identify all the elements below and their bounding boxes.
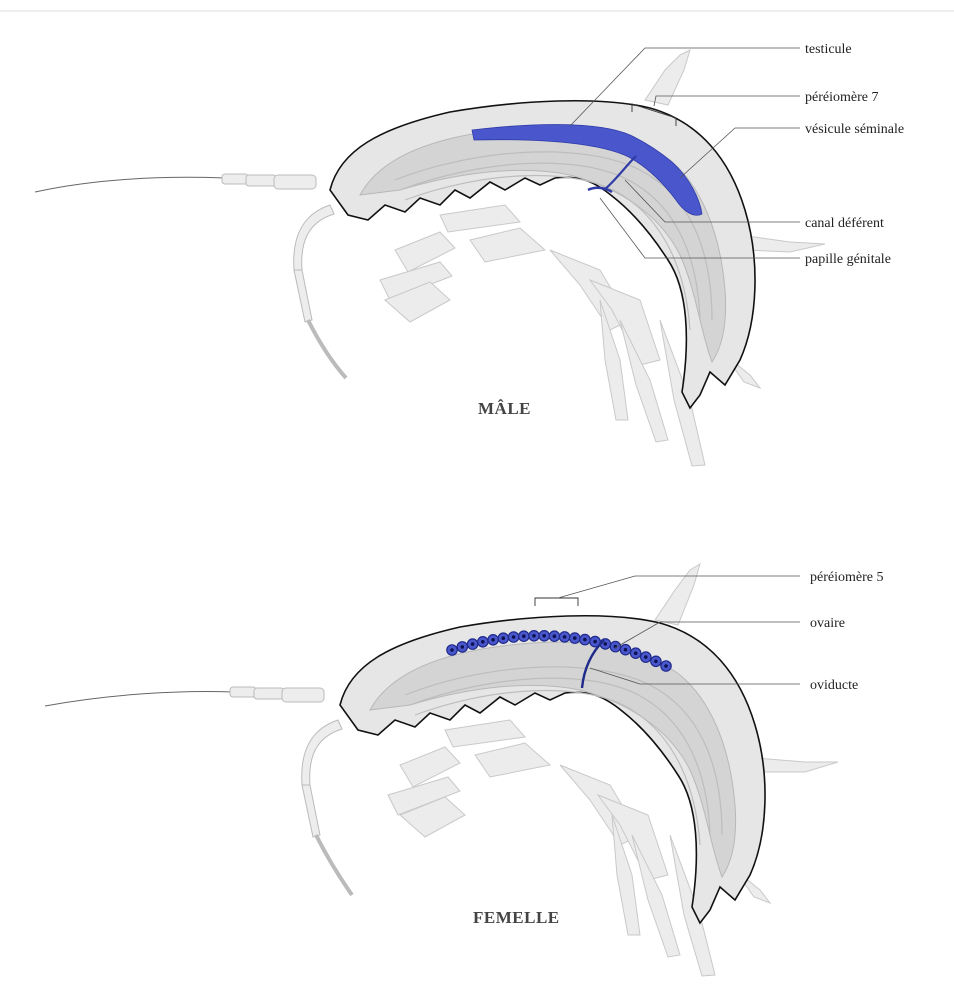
female-antennule (302, 720, 352, 895)
ovary-egg-nucleus (450, 648, 454, 652)
ovary-egg-nucleus (532, 634, 536, 638)
female-antenna (45, 687, 324, 706)
ovary-egg-nucleus (471, 642, 475, 646)
ovary-egg-nucleus (583, 638, 587, 642)
ovary-egg-nucleus (481, 640, 485, 644)
ovary-egg-nucleus (644, 655, 648, 659)
ovary-egg-nucleus (664, 664, 668, 668)
label-ovaire: ovaire (810, 616, 845, 631)
label-oviducte: oviducte (810, 678, 858, 693)
ovary-egg-nucleus (522, 634, 526, 638)
female-title: FEMELLE (473, 908, 560, 927)
ovary-egg-nucleus (502, 636, 506, 640)
label-pereiomere-7: péréiomère 7 (805, 90, 878, 105)
label-canal-deferent: canal déférent (805, 216, 884, 231)
ovary-egg-nucleus (593, 640, 597, 644)
label-testicule: testicule (805, 42, 852, 57)
ovary-egg-nucleus (512, 635, 516, 639)
ovary-egg-nucleus (573, 636, 577, 640)
label-papille-genitale: papille génitale (805, 252, 891, 267)
ovary-egg-nucleus (461, 645, 465, 649)
male-antenna (35, 174, 316, 192)
ovary-egg-nucleus (634, 651, 638, 655)
label-pereiomere-5: péréiomère 5 (810, 570, 883, 585)
ovary-egg-nucleus (624, 648, 628, 652)
ovary-egg-nucleus (542, 634, 546, 638)
ovary-egg-nucleus (604, 642, 608, 646)
male-title: MÂLE (478, 399, 531, 418)
label-vesicule-seminale: vésicule séminale (805, 122, 904, 137)
ovary-egg-nucleus (553, 634, 557, 638)
female-specimen (45, 564, 838, 976)
ovary-egg-nucleus (563, 635, 567, 639)
male-antennule (294, 205, 346, 378)
male-specimen (35, 48, 825, 466)
ovary-egg-nucleus (491, 638, 495, 642)
ovary-egg-nucleus (654, 660, 658, 664)
